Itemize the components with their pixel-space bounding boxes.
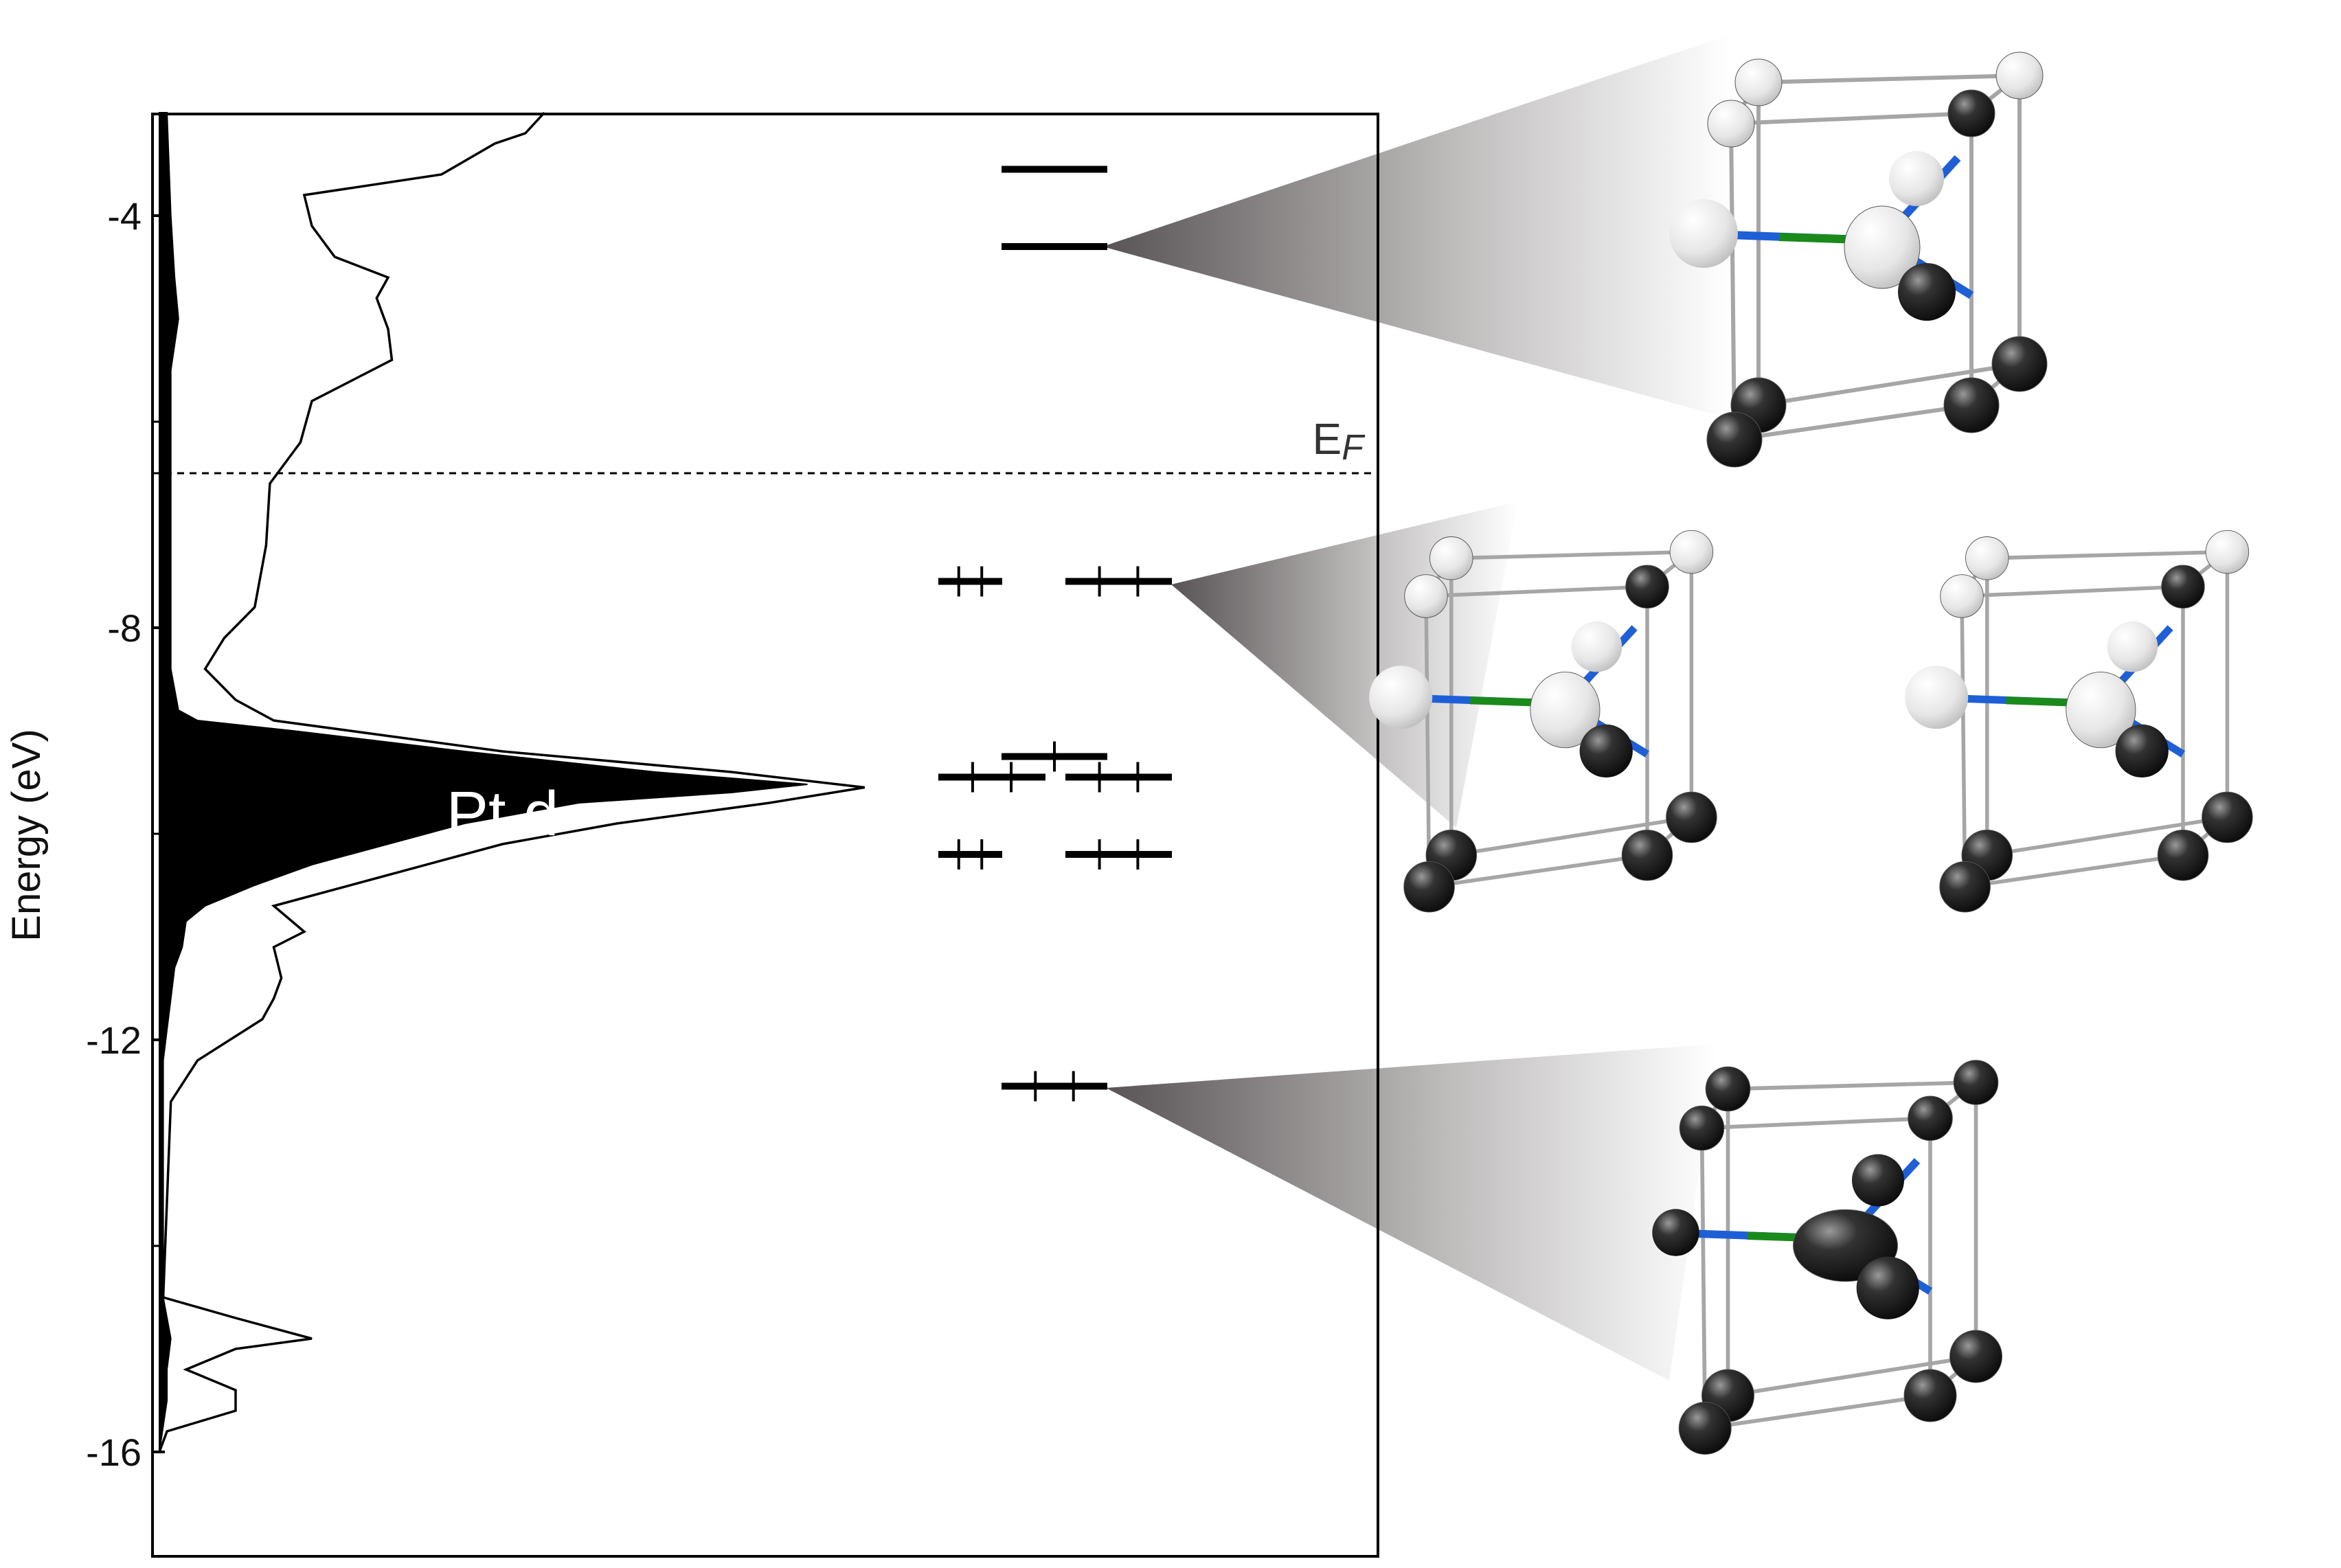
cage-edge — [1429, 853, 1648, 889]
orbital-lobe — [1652, 1209, 1699, 1256]
cone-bottom — [1106, 1044, 1717, 1380]
orbital-lobe — [1905, 666, 1969, 729]
atom-lobe — [1678, 1402, 1732, 1455]
y-tick-label: -4 — [107, 194, 142, 238]
cone-top — [1102, 34, 1731, 419]
atom-lobe — [1429, 536, 1473, 580]
atom-lobe — [1404, 574, 1448, 618]
cage-edge — [1961, 584, 2184, 598]
fermi-level-label: EF — [1313, 414, 1366, 468]
atom-lobe — [1621, 829, 1673, 881]
orbital-lobe — [1571, 621, 1622, 672]
atom-lobe — [1908, 1095, 1953, 1141]
central-orbital-lobe — [1530, 671, 1601, 749]
atom-lobe — [1943, 377, 2000, 433]
cage-edge — [1699, 1128, 1708, 1429]
fermi-label-main: E — [1313, 414, 1342, 464]
y-tick-label: -8 — [107, 606, 142, 650]
atom-lobe — [2202, 791, 2253, 843]
orbital-lobe — [1579, 724, 1633, 778]
orbital-lobe — [1669, 199, 1738, 268]
central-orbital-lobe — [1844, 205, 1921, 289]
central-orbital-lobe — [2066, 671, 2136, 749]
orbital-panels — [1369, 52, 2253, 1455]
total-dos-curve — [158, 111, 866, 1453]
energy-level — [938, 839, 1002, 870]
atom-lobe — [1903, 1369, 1957, 1422]
atom-lobe — [1705, 1066, 1751, 1112]
cage-edge — [1729, 123, 1737, 440]
cage-edge — [1960, 595, 1967, 887]
dos-curves: Pt d — [158, 111, 866, 1453]
energy-level — [1065, 839, 1172, 870]
atom-lobe — [1669, 530, 1714, 574]
energy-levels — [938, 166, 1172, 1102]
plot-frame — [151, 113, 1379, 1558]
atom-lobe — [2157, 829, 2209, 881]
cage-edge — [1758, 73, 2020, 84]
cage-edge — [1728, 1354, 1976, 1398]
cage-edge — [1965, 853, 2184, 889]
cage-edge — [1701, 1116, 1931, 1130]
orbital-panel-bottom — [1652, 1060, 2002, 1455]
cage-edge — [1730, 111, 1972, 126]
cage-edge — [1451, 815, 1692, 857]
fermi-label-sub: F — [1342, 428, 1366, 468]
energy-level — [1065, 566, 1172, 597]
atom-lobe — [2161, 565, 2205, 609]
pt-d-dos-fill — [159, 112, 808, 1453]
orbital-lobe — [1852, 1154, 1904, 1207]
energy-level — [938, 762, 1045, 793]
cage-edge — [1451, 549, 1692, 560]
atom-lobe — [2205, 530, 2250, 574]
orbital-panel-middle-right — [1905, 530, 2253, 913]
fermi-level: EF — [152, 414, 1378, 475]
atom-lobe — [1949, 1330, 2002, 1383]
orbital-lobe — [1856, 1256, 1919, 1319]
cage-edge — [1758, 362, 2020, 407]
cage-edge — [1734, 403, 1972, 442]
atom-lobe — [1666, 791, 1717, 843]
energy-level — [1002, 1071, 1107, 1102]
atom-lobe — [1947, 89, 1995, 137]
orbital-lobe — [2107, 621, 2158, 672]
atom-lobe — [1707, 100, 1755, 148]
orbital-lobe — [1369, 666, 1433, 729]
atom-lobe — [1679, 1105, 1725, 1151]
cage-edge — [1728, 1080, 1976, 1091]
atom-lobe — [1953, 1060, 1999, 1105]
orbital-lobe — [2115, 724, 2169, 778]
cage-edge — [1987, 549, 2228, 560]
cage-edge — [1987, 815, 2228, 857]
energy-level — [1065, 762, 1172, 793]
y-tick-label: -12 — [86, 1019, 142, 1062]
atom-lobe — [1734, 58, 1783, 106]
orbital-lobe — [1889, 151, 1944, 206]
energy-level — [938, 566, 1002, 597]
atom-lobe — [1991, 336, 2048, 392]
orbital-lobe — [1898, 263, 1956, 321]
atom-lobe — [1706, 411, 1763, 468]
atom-lobe — [1403, 861, 1455, 913]
y-axis: -4 -8 -12 -16 — [86, 194, 165, 1474]
y-axis-label: Energy (eV) — [4, 729, 49, 941]
atom-lobe — [1625, 565, 1669, 609]
cage-edge — [1425, 584, 1648, 598]
atom-lobe — [1940, 574, 1984, 618]
energy-level — [1002, 741, 1107, 772]
orbital-panel-top — [1669, 52, 2048, 468]
orbital-panel-middle-left — [1369, 530, 1717, 913]
atom-lobe — [1995, 52, 2044, 100]
cage-edge — [1704, 1394, 1931, 1431]
atom-lobe — [1965, 536, 2009, 580]
pt-d-label: Pt d — [446, 779, 559, 849]
atom-lobe — [1939, 861, 1991, 913]
y-tick-label: -16 — [86, 1431, 142, 1474]
cage-edge — [1424, 595, 1432, 887]
